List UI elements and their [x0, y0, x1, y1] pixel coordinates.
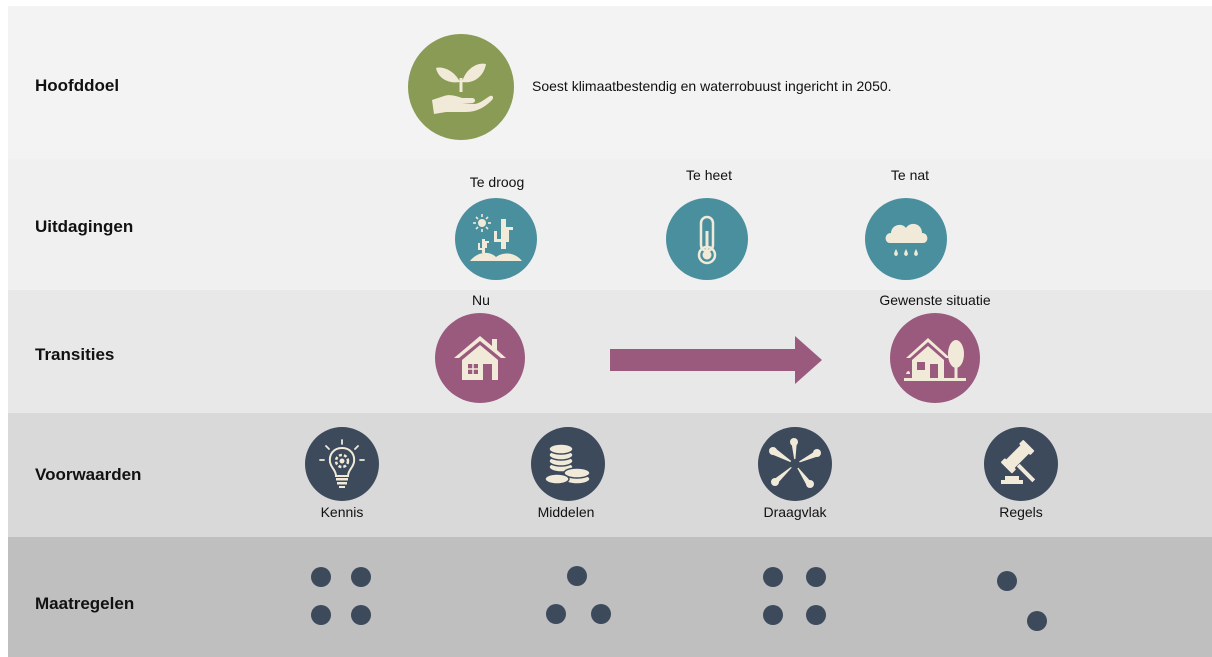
- voorwaarde-label-draagvlak: Draagvlak: [763, 504, 827, 520]
- maatregel-dot: [351, 605, 371, 625]
- maatregel-dot: [311, 567, 331, 587]
- plant-in-hand-icon: [408, 34, 514, 140]
- uitdaging-label-heet: Te heet: [686, 167, 732, 183]
- thermometer-icon: [666, 198, 748, 280]
- maatregel-dot: [546, 604, 566, 624]
- maatregel-dot: [567, 566, 587, 586]
- house-with-tree-icon: [890, 313, 980, 403]
- maatregel-dot: [1027, 611, 1047, 631]
- row-label-voorwaarden: Voorwaarden: [35, 465, 142, 484]
- row-label-hoofddoel: Hoofddoel: [35, 76, 120, 95]
- joined-hands-icon: [758, 427, 832, 501]
- maatregel-dot: [311, 605, 331, 625]
- maatregel-dot: [591, 604, 611, 624]
- maatregel-dot: [763, 605, 783, 625]
- transitie-label-nu: Nu: [472, 292, 490, 308]
- row-label-maatregelen: Maatregelen: [35, 594, 135, 613]
- right-arrow-icon: [610, 336, 822, 384]
- row-label-uitdagingen: Uitdagingen: [35, 217, 134, 236]
- uitdaging-label-nat: Te nat: [890, 167, 930, 183]
- row-label-transities: Transities: [35, 345, 115, 364]
- maatregel-dot: [806, 605, 826, 625]
- voorwaarde-label-middelen: Middelen: [537, 504, 595, 520]
- voorwaarde-label-regels: Regels: [999, 504, 1043, 520]
- row-uitdagingen: [8, 159, 1212, 290]
- rain-cloud-icon: [865, 198, 947, 280]
- maatregel-dot: [763, 567, 783, 587]
- row-hoofddoel: [8, 6, 1212, 159]
- uitdaging-label-droog: Te droog: [469, 174, 525, 190]
- hoofddoel-text: Soest klimaatbestendig en waterrobuust i…: [532, 78, 892, 94]
- gavel-icon: [984, 427, 1058, 501]
- lightbulb-gear-icon: [305, 427, 379, 501]
- maatregel-dot: [806, 567, 826, 587]
- maatregel-dot: [351, 567, 371, 587]
- voorwaarde-label-kennis: Kennis: [320, 504, 364, 520]
- transitie-label-gewenst: Gewenste situatie: [879, 292, 991, 308]
- maatregel-dot: [997, 571, 1017, 591]
- coins-icon: [531, 427, 605, 501]
- house-icon: [435, 313, 525, 403]
- desert-cactus-icon: [455, 198, 537, 280]
- row-maatregelen: [8, 537, 1212, 657]
